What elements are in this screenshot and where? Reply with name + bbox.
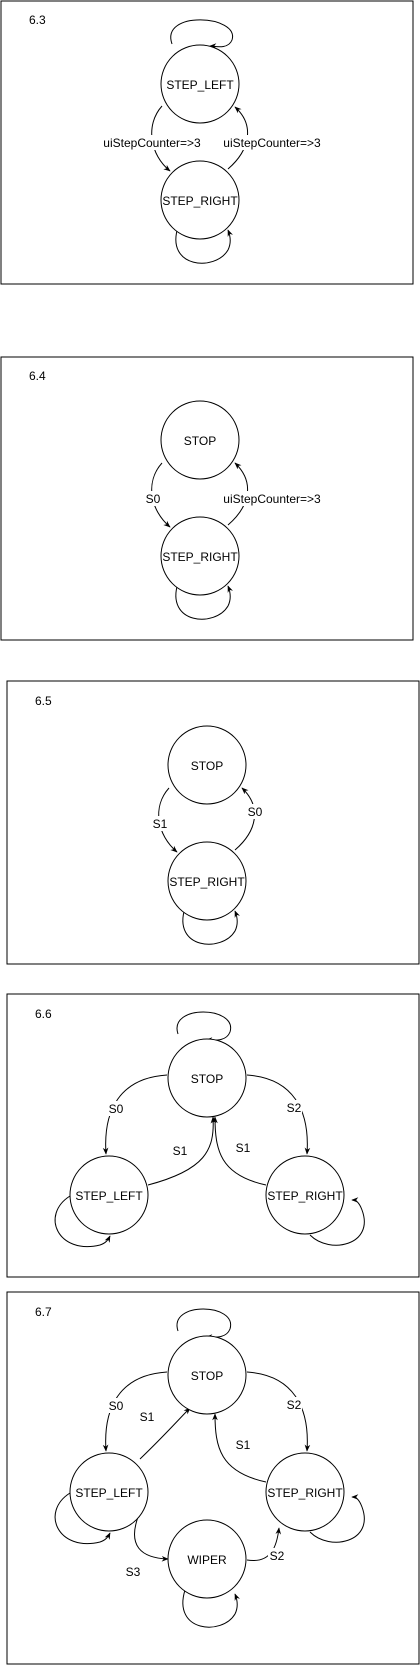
self-loop-step-right bbox=[309, 1197, 365, 1246]
transition-label: S1 bbox=[173, 1144, 188, 1158]
diagram-6-3: 6.3 STEP_LEFT STEP_RIGHT uiStepCounter=>… bbox=[0, 0, 414, 285]
state-label: STOP bbox=[191, 1072, 223, 1086]
state-label: STOP bbox=[191, 1369, 223, 1383]
self-loop-step-right bbox=[175, 582, 233, 620]
diagram-6-7: 6.7 STOP STEP_LEFT STEP_RIGHT WIPER S0 S… bbox=[6, 1291, 420, 1665]
transition-label: S1 bbox=[236, 1438, 251, 1452]
self-loop-step-left bbox=[170, 19, 233, 49]
state-step-left bbox=[69, 1155, 149, 1235]
state-step-right bbox=[167, 841, 247, 921]
transition-label: uiStepCounter=>3 bbox=[103, 136, 201, 150]
transition-step-right-to-stop bbox=[212, 1116, 267, 1186]
self-loop-step-right bbox=[182, 907, 240, 945]
transition-step-left-to-wiper bbox=[134, 1516, 169, 1562]
self-loop-step-right bbox=[175, 226, 233, 264]
state-step-right bbox=[160, 160, 240, 240]
transition-label: uiStepCounter=>3 bbox=[223, 136, 321, 150]
transition-label: S1 bbox=[153, 817, 168, 831]
self-loop-step-left bbox=[54, 1195, 111, 1247]
state-stop bbox=[160, 400, 240, 480]
state-step-right bbox=[160, 516, 240, 596]
self-loop-step-right bbox=[309, 1494, 365, 1543]
diagram-frame bbox=[6, 993, 420, 1278]
state-label: STEP_LEFT bbox=[75, 1189, 143, 1203]
state-stop bbox=[167, 1038, 247, 1118]
transition-label: S2 bbox=[287, 1398, 302, 1412]
transition-step-left-to-stop bbox=[147, 1116, 217, 1186]
transition-stop-to-step-left bbox=[102, 1074, 168, 1155]
diagram-title: 6.5 bbox=[35, 694, 52, 708]
state-label: STEP_RIGHT bbox=[162, 194, 238, 208]
state-step-right bbox=[265, 1452, 345, 1532]
self-loop-wiper bbox=[182, 1589, 240, 1628]
transition-stop-to-step-right bbox=[246, 1371, 311, 1452]
diagram-title: 6.7 bbox=[35, 1305, 52, 1319]
diagram-6-6: 6.6 STOP STEP_LEFT STEP_RIGHT S0 S1 S2 S… bbox=[6, 993, 420, 1278]
state-stop bbox=[167, 725, 247, 805]
transition-label: S0 bbox=[109, 1399, 124, 1413]
transition-label: S1 bbox=[236, 1141, 251, 1155]
state-label: STEP_RIGHT bbox=[267, 1189, 343, 1203]
transition-step-right-to-stop bbox=[212, 1413, 267, 1483]
state-label: STOP bbox=[191, 759, 223, 773]
transition-label: S0 bbox=[248, 805, 263, 819]
diagram-title: 6.3 bbox=[29, 13, 46, 27]
state-label: STEP_LEFT bbox=[75, 1486, 143, 1500]
state-stop bbox=[167, 1335, 247, 1415]
transition-label: S2 bbox=[270, 1549, 285, 1563]
state-label: STEP_RIGHT bbox=[162, 550, 238, 564]
transition-label: S3 bbox=[126, 1565, 141, 1579]
diagram-frame bbox=[6, 680, 420, 965]
transition-label: uiStepCounter=>3 bbox=[223, 492, 321, 506]
state-label: STOP bbox=[184, 434, 216, 448]
state-step-right bbox=[265, 1155, 345, 1235]
self-loop-step-left bbox=[54, 1492, 111, 1544]
state-wiper bbox=[167, 1519, 247, 1599]
diagram-6-5: 6.5 STOP STEP_RIGHT S1 S0 bbox=[6, 680, 420, 965]
state-step-left bbox=[69, 1452, 149, 1532]
transition-label: S0 bbox=[109, 1102, 124, 1116]
state-label: STEP_RIGHT bbox=[169, 875, 245, 889]
diagram-frame bbox=[0, 0, 414, 285]
transition-stop-to-step-right bbox=[246, 1074, 311, 1155]
state-label: STEP_LEFT bbox=[166, 78, 234, 92]
transition-step-left-to-stop bbox=[139, 1407, 191, 1460]
diagram-title: 6.6 bbox=[35, 1007, 52, 1021]
transition-label: S2 bbox=[287, 1101, 302, 1115]
transition-stop-to-step-left bbox=[102, 1371, 168, 1452]
diagram-6-4: 6.4 STOP STEP_RIGHT S0 uiStepCounter=>3 bbox=[0, 356, 414, 641]
state-label: WIPER bbox=[187, 1553, 227, 1567]
transition-label: S0 bbox=[146, 492, 161, 506]
state-step-left bbox=[160, 44, 240, 124]
state-label: STEP_RIGHT bbox=[267, 1486, 343, 1500]
transition-label: S1 bbox=[140, 1410, 155, 1424]
diagram-title: 6.4 bbox=[29, 369, 46, 383]
diagram-frame bbox=[0, 356, 414, 641]
